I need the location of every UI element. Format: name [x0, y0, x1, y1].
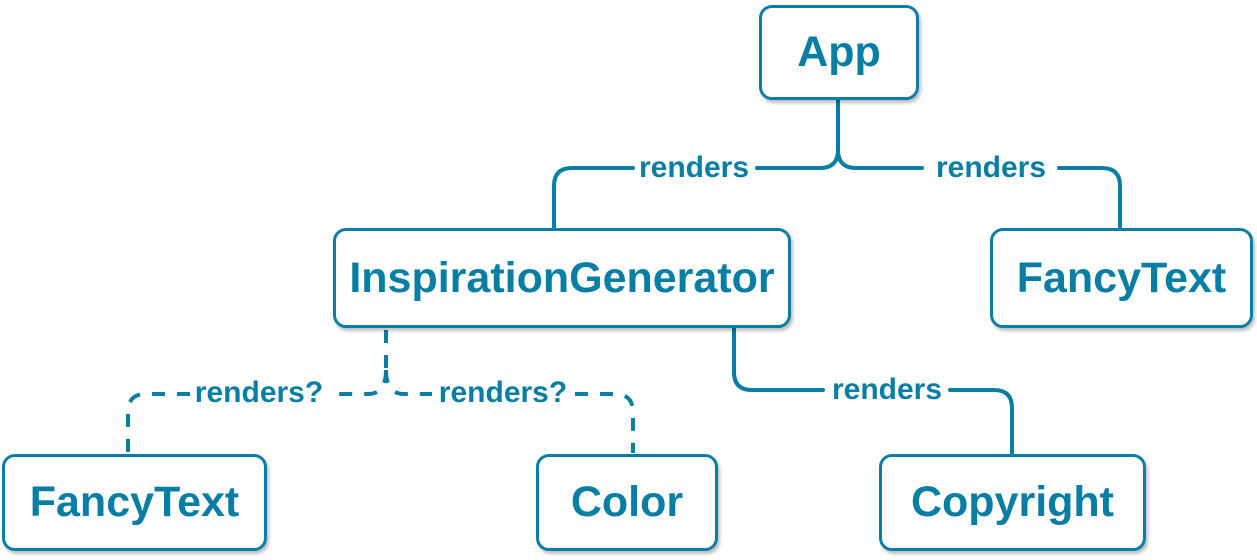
node-color: Color — [536, 454, 718, 551]
node-app-label: App — [797, 28, 881, 76]
edge-label-inspiration-renders-fancytext: renders? — [194, 376, 324, 409]
edge-inspiration-to-fancytext-fork-segment — [336, 369, 388, 396]
node-copyright: Copyright — [879, 454, 1146, 551]
node-fancy-text-top-label: FancyText — [1016, 253, 1227, 302]
node-fancy-text-bottom: FancyText — [2, 454, 267, 551]
edge-inspiration-to-color-fork-segment — [384, 369, 432, 396]
edge-label-app-renders-fancytext: renders — [935, 151, 1047, 184]
edge-label-app-renders-inspiration: renders — [638, 151, 750, 184]
node-app: App — [759, 5, 919, 100]
edge-app-to-inspiration-left-segment — [755, 98, 840, 170]
node-color-label: Color — [570, 478, 684, 526]
edge-app-to-inspiration-elbow-segment — [552, 166, 635, 229]
edge-inspiration-to-color-elbow-segment — [575, 392, 635, 453]
edge-label-inspiration-renders-color: renders? — [438, 376, 568, 409]
node-inspiration-generator: InspirationGenerator — [333, 228, 791, 328]
node-fancy-text-top: FancyText — [990, 228, 1253, 328]
node-copyright-label: Copyright — [910, 478, 1115, 526]
node-fancy-text-bottom-label: FancyText — [29, 478, 240, 526]
edge-inspiration-to-fancytext-elbow-segment — [126, 392, 190, 453]
edge-app-to-fancytext-elbow-segment — [1057, 166, 1122, 229]
edge-inspiration-to-copyright-elbow-segment — [948, 388, 1014, 455]
edge-inspiration-to-copyright-left-segment — [732, 327, 825, 392]
node-inspiration-generator-label: InspirationGenerator — [349, 253, 775, 302]
edge-app-to-fancytext-left-segment — [836, 148, 924, 170]
edge-label-inspiration-renders-copyright: renders — [831, 373, 943, 406]
